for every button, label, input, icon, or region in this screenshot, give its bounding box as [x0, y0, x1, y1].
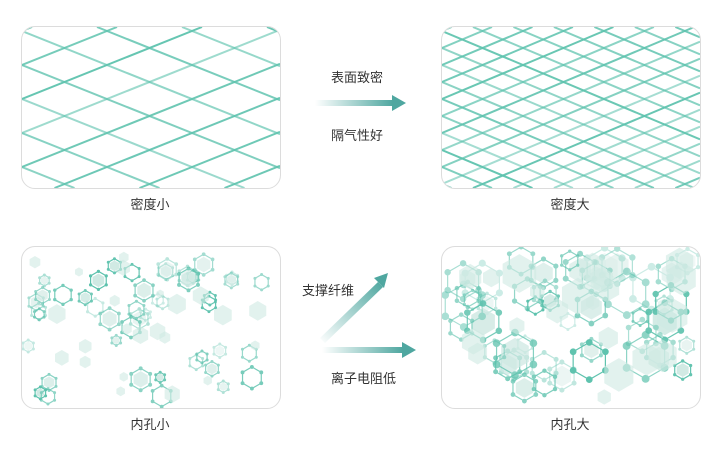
diagonal-arrow-icon — [320, 273, 388, 343]
bottom-right-arrow-icon — [322, 342, 416, 358]
top-right-arrow-icon — [315, 95, 406, 111]
